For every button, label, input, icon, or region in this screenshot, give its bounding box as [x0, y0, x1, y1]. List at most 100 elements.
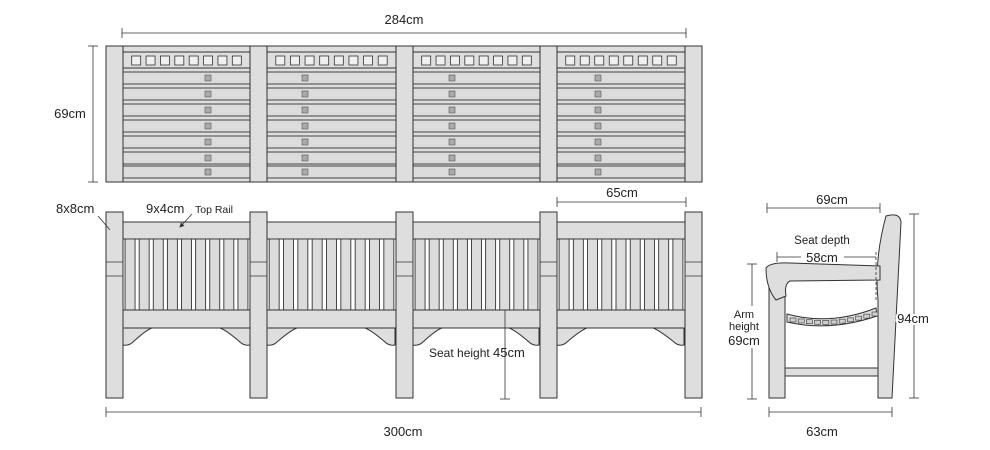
top-view-square — [275, 55, 286, 66]
top-view-square — [521, 55, 532, 66]
side-seat-slat — [855, 315, 862, 321]
side-depth-label: 69cm — [816, 192, 848, 207]
top-view-square — [493, 55, 503, 66]
top-view-slat-joint — [594, 138, 602, 146]
top-width-label: 284cm — [384, 12, 423, 27]
top-view-slat-joint — [448, 154, 456, 162]
front-view — [105, 211, 703, 399]
side-seat-slat — [806, 319, 813, 325]
top-view-post — [249, 45, 268, 183]
front-view-posts — [105, 211, 703, 399]
seat-height-label: Seat height — [429, 346, 490, 360]
front-spindle — [223, 238, 235, 311]
back-height-dimension: 69cm — [54, 45, 98, 183]
side-seat-slats — [789, 311, 879, 325]
top-view-square — [652, 55, 663, 66]
front-spindle — [311, 238, 323, 311]
front-spindle — [383, 238, 395, 311]
front-spindle — [658, 238, 670, 311]
back-height-label: 69cm — [54, 106, 86, 121]
front-spindle — [615, 238, 627, 311]
top-view-slat-joint — [301, 106, 309, 114]
front-post — [105, 211, 124, 399]
top-view-square — [290, 55, 300, 66]
front-bracket — [122, 327, 153, 346]
top-view-square — [377, 55, 388, 66]
front-spindle — [456, 238, 468, 311]
top-view-square — [348, 55, 359, 66]
front-bracket — [219, 327, 251, 346]
front-spindle — [428, 238, 440, 311]
section-width-dimension: 65cm — [556, 185, 687, 207]
top-view-slat-joint — [301, 122, 309, 130]
top-view-slat-joint — [448, 90, 456, 98]
arm-height-line1: Arm — [734, 309, 754, 321]
front-spindle — [340, 238, 352, 311]
top-view-slat-joint — [448, 74, 456, 82]
total-width-label: 300cm — [383, 424, 422, 439]
side-back-post — [876, 214, 902, 399]
seat-depth-dimension: Seat depth 58cm — [776, 235, 877, 300]
base-depth-dimension: 63cm — [768, 407, 893, 439]
base-depth-label: 63cm — [806, 424, 838, 439]
front-spindle — [587, 238, 599, 311]
front-bracket — [508, 327, 540, 346]
front-bracket — [652, 327, 685, 346]
front-spindle — [471, 238, 482, 311]
top-view-post — [539, 45, 558, 183]
post-size-label: 8x8cm — [56, 201, 94, 216]
front-spindle — [181, 238, 192, 311]
seat-height-dimension: Seat height 45cm — [429, 309, 525, 400]
front-bracket — [364, 327, 396, 346]
front-bracket — [266, 327, 298, 346]
front-bracket — [412, 327, 443, 346]
side-seat-slat — [797, 318, 805, 324]
side-seat-slat — [871, 311, 879, 317]
arm-height-value: 69cm — [728, 333, 760, 348]
front-spindle — [442, 238, 454, 311]
front-spindle — [643, 238, 655, 311]
front-spindle — [152, 238, 164, 311]
top-view-decorative-squares — [131, 55, 677, 66]
front-spindle — [369, 238, 380, 311]
top-view-square — [363, 55, 373, 66]
arm-height-dimension: Arm height 69cm — [726, 263, 766, 400]
front-spindle — [209, 238, 221, 311]
front-post — [684, 211, 703, 399]
top-view-slat-joint — [301, 74, 309, 82]
top-view-slat-joint — [594, 90, 602, 98]
top-view-square — [565, 55, 576, 66]
top-view-slat-joint — [594, 168, 602, 176]
top-view-post — [105, 45, 124, 183]
side-depth-dimension: 69cm — [766, 192, 881, 213]
top-view-square — [450, 55, 460, 66]
top-view-square — [145, 55, 156, 66]
front-spindle — [138, 238, 150, 311]
front-spindle — [672, 238, 684, 311]
total-width-dimension: 300cm — [105, 407, 702, 439]
top-view-square — [594, 55, 605, 66]
top-view — [105, 45, 703, 183]
top-view-square — [131, 55, 142, 66]
top-view-slat-joint — [594, 154, 602, 162]
top-view-slat-joint — [301, 154, 309, 162]
top-view-square — [637, 55, 648, 66]
front-spindle — [558, 238, 570, 311]
top-view-square — [203, 55, 213, 66]
side-seat-slat — [830, 319, 838, 325]
top-view-slat-joint — [204, 106, 212, 114]
seat-depth-value: 58cm — [806, 250, 838, 265]
front-spindle — [513, 238, 525, 311]
front-spindle — [601, 238, 613, 311]
front-spindle — [195, 238, 207, 311]
top-view-slat-joint — [204, 154, 212, 162]
side-view — [765, 214, 902, 399]
top-view-slat-joint — [301, 90, 309, 98]
front-view-spindles — [124, 238, 684, 311]
top-view-square — [478, 55, 489, 66]
top-view-slat-joint — [204, 90, 212, 98]
front-spindle — [326, 238, 337, 311]
front-spindle — [268, 238, 280, 311]
